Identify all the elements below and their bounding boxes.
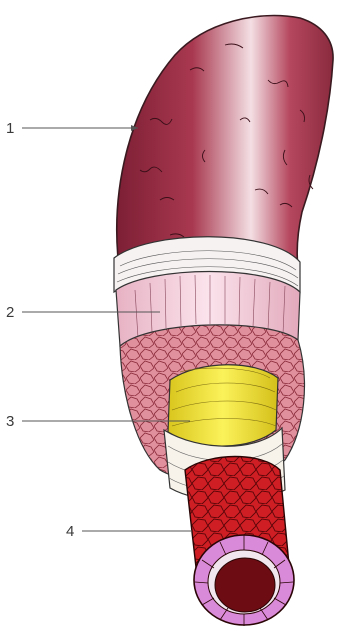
label-3-text: 3 [6, 413, 14, 430]
label-2-text: 2 [6, 304, 14, 321]
label-1-text: 1 [6, 120, 14, 137]
label-4: 4 [66, 523, 192, 540]
label-1: 1 [6, 120, 138, 137]
yellow-layer [168, 365, 278, 446]
label-4-text: 4 [66, 523, 74, 540]
lumen-opening [194, 535, 294, 626]
outer-layer [117, 16, 333, 268]
